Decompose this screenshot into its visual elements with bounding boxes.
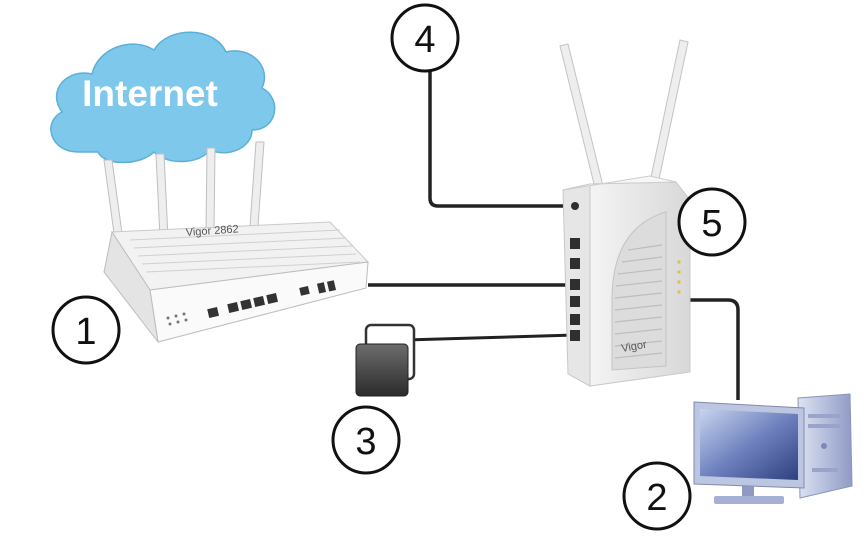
- router-brand-text: Vigor 2862: [185, 223, 239, 239]
- callout-label: 2: [646, 477, 667, 519]
- monitor-base: [714, 496, 784, 504]
- callout-router: 1: [51, 295, 121, 365]
- callout-label: 3: [355, 421, 376, 463]
- access-point-device: Vigor: [559, 39, 691, 387]
- router-vents: [129, 229, 361, 273]
- ap-grille-slots: [614, 244, 663, 359]
- cable-ap-to-computer: [575, 298, 740, 400]
- ap-brand-text: Vigor: [620, 339, 648, 355]
- ap-leds: [677, 260, 681, 294]
- ap-antennas: [559, 39, 689, 193]
- callout-power-adapter: 3: [331, 405, 401, 475]
- computer-screen: [700, 409, 798, 480]
- power-adapter-icon: [355, 343, 409, 397]
- router-leds: [166, 312, 188, 326]
- callout-access-point: 5: [677, 187, 747, 257]
- cloud-icon: [50, 31, 276, 164]
- ap-ports: [570, 202, 580, 341]
- cloud-label: Internet: [82, 73, 218, 114]
- router-side-panel: [103, 230, 159, 343]
- ap-top-panel: [562, 175, 677, 191]
- callout-label: 1: [75, 311, 96, 353]
- router-ports: [207, 280, 337, 318]
- power-adapter: [355, 323, 416, 397]
- ap-power-jack: [571, 202, 579, 210]
- monitor-stand: [742, 486, 754, 498]
- internet-cloud: Internet: [50, 31, 276, 164]
- cable-power-jack: [428, 70, 572, 208]
- callout-label: 4: [414, 19, 435, 61]
- cable-power-adapter: [396, 333, 576, 347]
- callout-power-jack: 4: [390, 3, 460, 73]
- callout-label: 5: [701, 203, 722, 245]
- router-device: Vigor 2862: [103, 141, 370, 343]
- computer: [693, 393, 853, 504]
- callout-computer: 2: [622, 461, 692, 531]
